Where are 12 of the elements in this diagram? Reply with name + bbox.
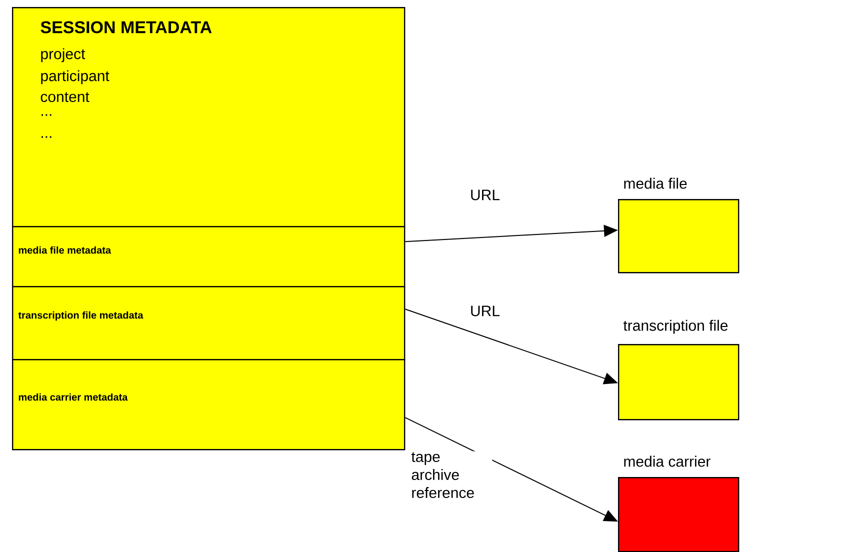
table-cell: media file metadata — [12, 226, 406, 288]
file-box: transcription file — [618, 320, 740, 420]
edge-label: URL — [469, 188, 501, 202]
node-label: transcription file — [623, 320, 728, 334]
edge-label: tape archive reference — [410, 451, 492, 500]
table-cell: transcription file metadata — [12, 286, 406, 360]
node-label: media carrier — [624, 456, 710, 467]
edge-label: URL — [469, 304, 501, 318]
file-box: media carrier — [618, 456, 740, 552]
table-cell: media carrier metadata — [12, 359, 406, 450]
file-box: media file — [618, 178, 740, 274]
node-label: media file — [624, 178, 687, 189]
